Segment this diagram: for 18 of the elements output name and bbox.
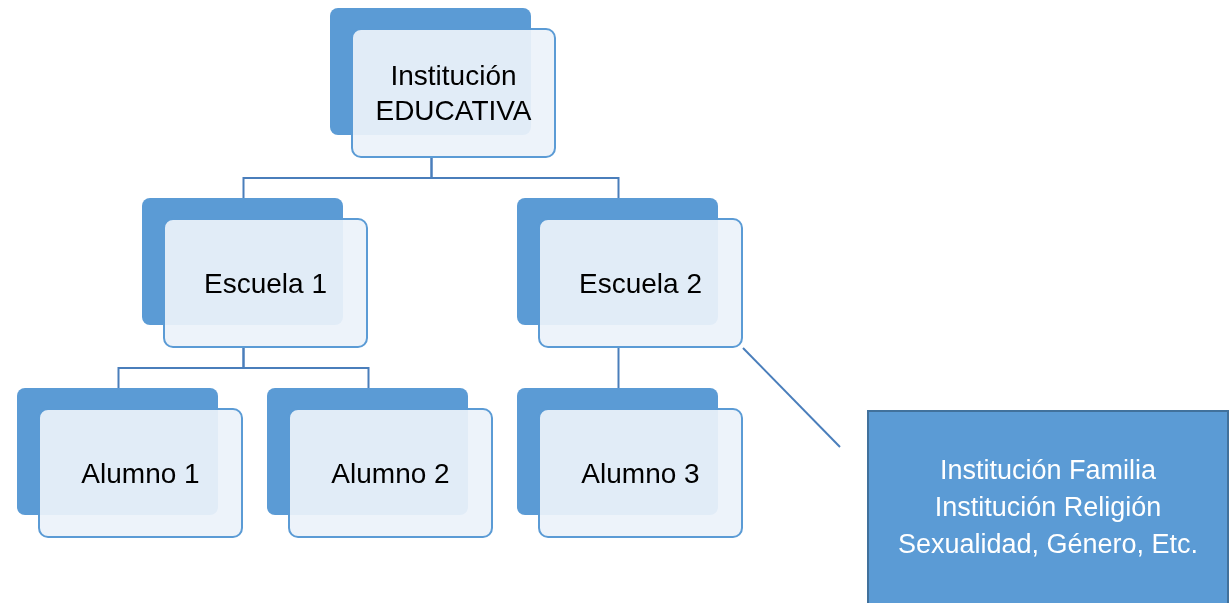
org-chart-box [267,388,493,538]
box-label: Escuela 2 [578,266,703,301]
connector-line [242,347,370,389]
box-label: Alumno 2 [330,456,451,491]
box-label: Alumno 1 [80,456,201,491]
org-chart-box [517,388,743,538]
org-chart-box [330,8,556,158]
connector-line [617,347,620,389]
box-label: Escuela 1 [203,266,328,301]
box-label: Alumno 3 [580,456,701,491]
org-chart-box [17,388,243,538]
connector-line [430,157,620,199]
note-text: Institución Familia Institución Religión Sexualidad, Género, Etc. [896,453,1200,562]
org-chart-box [142,198,368,348]
box-label: Institución EDUCATIVA [374,59,533,128]
leader-line [742,347,841,448]
org-chart-box [517,198,743,348]
note-box [867,410,1229,603]
